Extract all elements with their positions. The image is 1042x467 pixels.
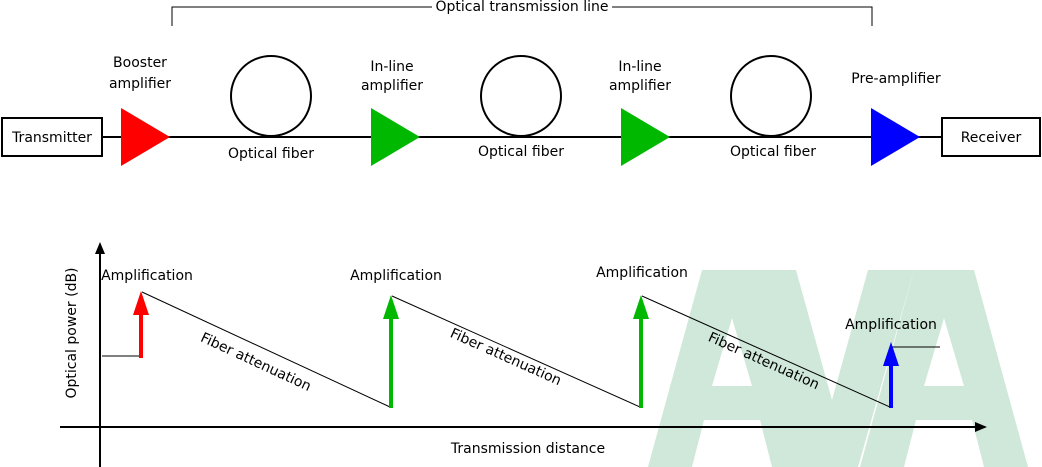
fiber-label-1: Optical fiber [228,146,314,162]
inline-2-label-line1: In-line [618,59,661,75]
inline-2-amplification-arrow [633,295,649,408]
receiver-label: Receiver [961,130,1022,146]
transmitter-box: Transmitter [1,117,103,157]
fiber-label-2: Optical fiber [478,144,564,160]
inline-1-amplification-arrow [383,295,399,408]
attenuation-label-1: Fiber attenuation [198,330,314,395]
inline-2-amplification-label: Amplification [596,265,688,281]
fiber-label-3: Optical fiber [730,144,816,160]
inline-1-label-line2: amplifier [361,78,423,94]
transmitter-label: Transmitter [11,130,92,146]
inline-1-label-line1: In-line [370,59,413,75]
inline-2-label-line2: amplifier [609,78,671,94]
booster-label-line2: amplifier [109,76,171,92]
x-axis-label: Transmission distance [450,441,605,457]
inline-amplifier-1-icon [371,108,420,166]
power-profile [102,291,940,408]
booster-amplification-label: Amplification [101,268,193,284]
pre-amplification-arrow [883,342,899,408]
watermark-logo [648,270,1028,467]
fiber-coil-3-icon [730,55,812,137]
pre-amplifier-label: Pre-amplifier [851,71,941,87]
booster-amplification-arrow [133,291,149,358]
receiver-box: Receiver [941,117,1041,157]
booster-amplifier-icon [121,108,170,166]
y-axis-label: Optical power (dB) [64,267,80,398]
pre-amplification-label: Amplification [845,317,937,333]
transmission-line-bracket: Optical transmission line [171,0,873,26]
inline-amplifier-2-icon [621,108,670,166]
attenuation-label-2: Fiber attenuation [448,326,564,390]
pre-amplifier-icon [871,108,920,166]
inline-1-amplification-label: Amplification [350,268,442,284]
fiber-coil-1-icon [230,55,312,137]
fiber-coil-2-icon [480,55,562,137]
transmission-line-label: Optical transmission line [435,0,608,15]
booster-label-line1: Booster [113,55,167,71]
